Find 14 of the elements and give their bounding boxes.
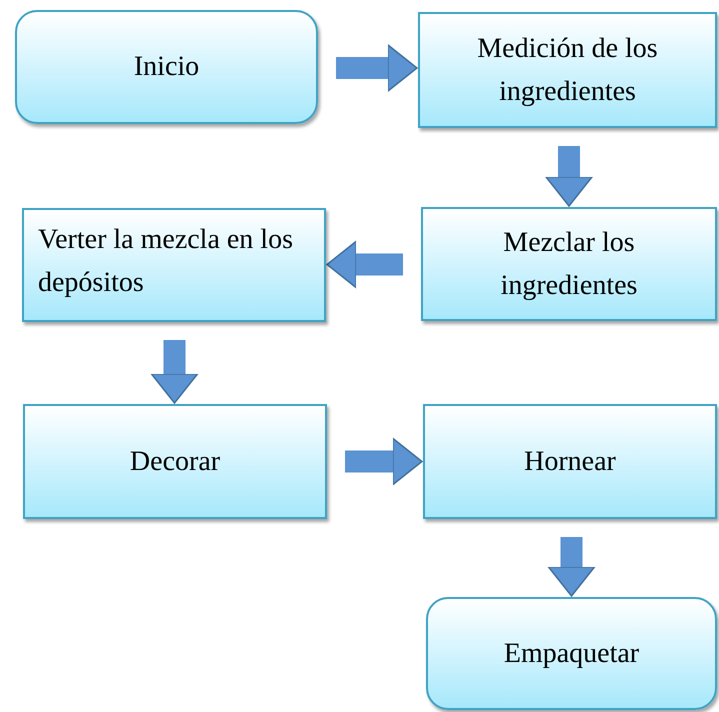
process-box (23, 404, 327, 519)
process-box (421, 207, 717, 321)
step-label: Medición de los ingredientes (476, 32, 659, 109)
step-label: Verter la mezcla en los depósitos (38, 223, 294, 300)
step-label: Mezclar los ingredientes (500, 226, 638, 303)
step-label: Empaquetar (504, 636, 640, 671)
step-label: Hornear (524, 444, 616, 479)
process-box (22, 208, 326, 322)
step-label: Decorar (130, 444, 220, 479)
terminal-box (426, 597, 717, 710)
process-box (418, 12, 717, 128)
step-label: Inicio (134, 50, 200, 84)
process-box (423, 404, 717, 519)
terminal-box (15, 10, 318, 124)
